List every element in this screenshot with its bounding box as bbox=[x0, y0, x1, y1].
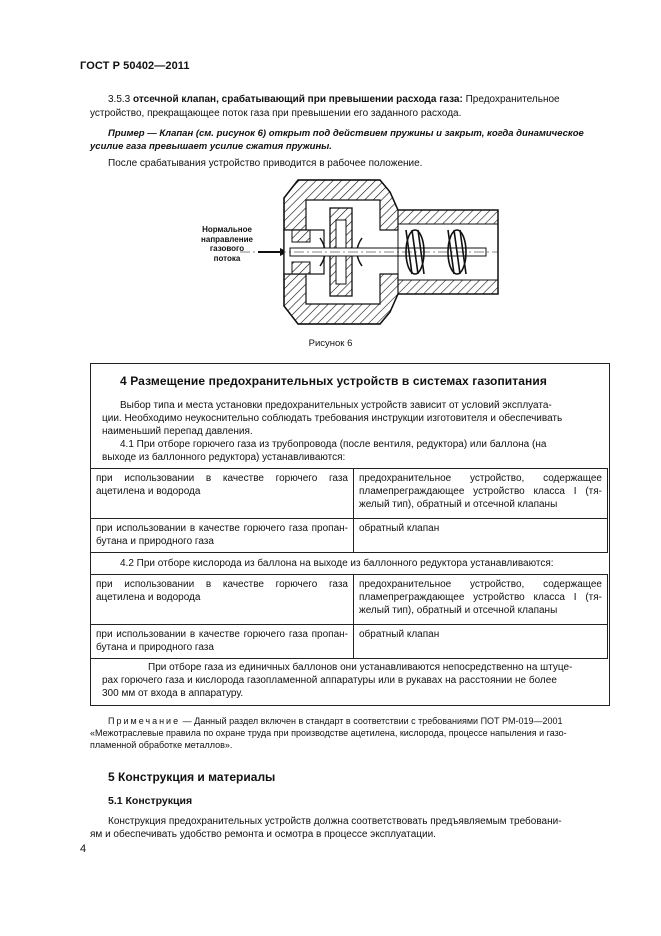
section-4-title: 4 Размещение предохранительных устройств… bbox=[120, 374, 547, 388]
example-line1: Пример — Клапан (см. рисунок 6) открыт п… bbox=[108, 128, 584, 139]
section-4-intro-line1: Выбор типа и места установки предохранит… bbox=[120, 400, 552, 411]
table-row: при использовании в качестве горючего га… bbox=[90, 574, 608, 625]
note-text-1: — Данный раздел включен в стандарт в соо… bbox=[180, 716, 563, 726]
flow-label-line3: газового bbox=[209, 244, 245, 253]
figure-caption: Рисунок 6 bbox=[308, 338, 353, 349]
example-line2: усилие газа превышает усилие сжатия пруж… bbox=[90, 141, 332, 152]
table-row: при использовании в качестве горючего га… bbox=[90, 518, 608, 553]
clause-4-2: 4.2 При отборе кислорода из баллона на в… bbox=[120, 558, 554, 569]
note-line1: Примечание — Данный раздел включен в ста… bbox=[108, 715, 613, 727]
after-trigger-text: После срабатывания устройство приводится… bbox=[108, 158, 423, 169]
clause-term: отсечной клапан, срабатывающий при превы… bbox=[133, 94, 463, 105]
closing-line3: 300 мм от входа в аппаратуру. bbox=[102, 688, 244, 699]
flow-label-line1: Нормальное bbox=[202, 225, 252, 234]
closing-line2: рах горючего газа и кислорода газопламен… bbox=[102, 675, 557, 686]
table-cell-device: предохранительное устройство, содержащее… bbox=[353, 468, 608, 519]
note-label: Примечание bbox=[108, 716, 181, 726]
table-row: при использовании в качестве горючего га… bbox=[90, 468, 608, 519]
section-5-title: 5 Конструкция и материалы bbox=[108, 770, 276, 784]
clause-number: 3.5.3 bbox=[108, 94, 131, 105]
page-number: 4 bbox=[80, 843, 87, 855]
clause-4-1-line1: 4.1 При отборе горючего газа из трубопро… bbox=[120, 439, 547, 450]
running-header: ГОСТ Р 50402—2011 bbox=[80, 60, 190, 72]
note-line2: «Межотраслевые правила по охране труда п… bbox=[90, 728, 567, 738]
flow-label-line2: направление bbox=[201, 234, 253, 244]
table-row: при использовании в качестве горючего га… bbox=[90, 624, 608, 659]
flow-direction-label: Нормальное направление газового потока bbox=[190, 225, 264, 263]
section-5-1-line2: ям и обеспечивать удобство ремонта и осм… bbox=[90, 829, 436, 840]
valve-drawing bbox=[240, 179, 499, 325]
clause-3-5-3-line2: устройство, прекращающее поток газа при … bbox=[90, 108, 462, 119]
table-cell-case: при использовании в качестве горючего га… bbox=[90, 624, 354, 659]
section-4-intro-line3: наименьший перепад давления. bbox=[102, 426, 253, 437]
table-cell-case: при использовании в качестве горючего га… bbox=[90, 518, 354, 553]
closing-line1: При отборе газа из единичных баллонов он… bbox=[148, 662, 573, 673]
table-cell-device: предохранительное устройство, содержащее… bbox=[353, 574, 608, 625]
table-cell-device: обратный клапан bbox=[353, 624, 608, 659]
flow-label-line4: потока bbox=[213, 253, 241, 263]
clause-3-5-3-line1: 3.5.3 отсечной клапан, срабатывающий при… bbox=[108, 93, 613, 107]
table-cell-device: обратный клапан bbox=[353, 518, 608, 553]
section-5-1-title: 5.1 Конструкция bbox=[108, 795, 193, 807]
note-line3: пламенной обработке металлов». bbox=[90, 740, 233, 750]
table-cell-case: при использовании в качестве горючего га… bbox=[90, 574, 354, 625]
clause-definition-part1: Предохранительное bbox=[465, 94, 560, 105]
clause-4-1-line2: выходе из баллонного редуктора) устанавл… bbox=[102, 452, 346, 463]
table-4-1: при использовании в качестве горючего га… bbox=[90, 468, 608, 553]
section-4-intro-line2: ции. Необходимо неукоснительно соблюдать… bbox=[102, 413, 563, 424]
section-5-1-line1: Конструкция предохранительных устройств … bbox=[108, 816, 562, 827]
table-4-2: при использовании в качестве горючего га… bbox=[90, 574, 608, 659]
spring-icon bbox=[405, 229, 467, 275]
section-4-box: 4 Размещение предохранительных устройств… bbox=[90, 363, 610, 706]
table-cell-case: при использовании в качестве горючего га… bbox=[90, 468, 354, 519]
